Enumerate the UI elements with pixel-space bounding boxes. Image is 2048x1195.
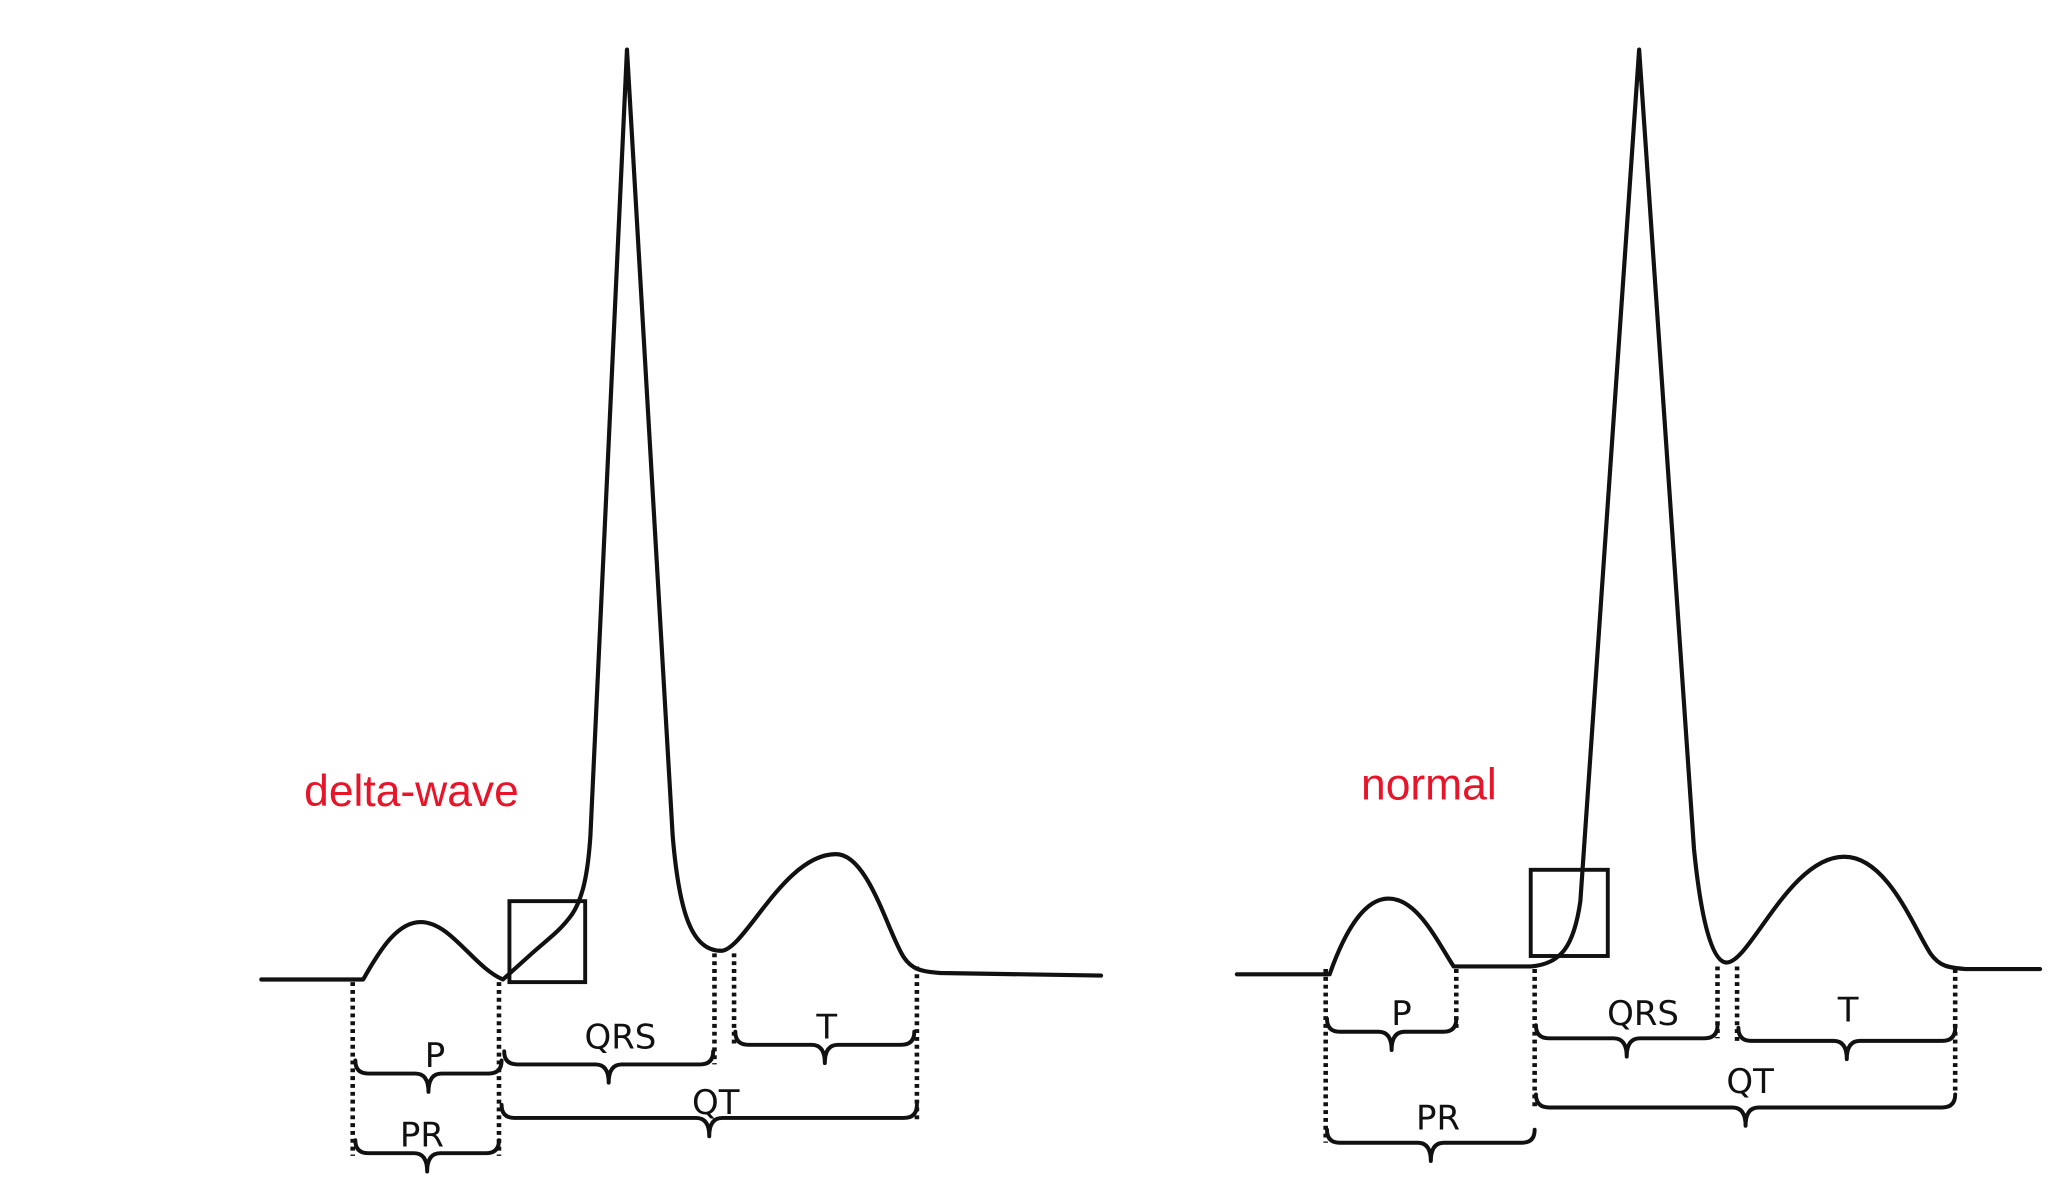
ecg-trace-delta-wave — [259, 47, 1104, 982]
pr-brace — [1325, 1127, 1537, 1164]
qt-brace — [1533, 1092, 1958, 1128]
qrs-brace — [502, 1049, 716, 1085]
qrs-brace — [1533, 1023, 1720, 1059]
t-label: T — [1837, 990, 1859, 1030]
qrs-label: QRS — [585, 1018, 657, 1058]
t-label: T — [815, 1007, 837, 1047]
t-brace — [1736, 1025, 1958, 1062]
qt-brace — [499, 1102, 919, 1139]
delta-wave-panel: P PR QRS T QT delta-wave — [259, 47, 1104, 1174]
pr-label: PR — [400, 1116, 444, 1156]
delta-wave-highlight-box — [507, 899, 588, 985]
qrs-label: QRS — [1607, 994, 1679, 1034]
pr-brace — [353, 1138, 501, 1174]
p-label: P — [425, 1036, 445, 1076]
qt-label: QT — [692, 1083, 740, 1123]
p-brace — [1325, 1016, 1459, 1052]
pr-label: PR — [1416, 1099, 1460, 1139]
p-brace — [353, 1058, 504, 1094]
qt-label: QT — [1726, 1062, 1774, 1102]
normal-panel: P PR QRS T QT normal — [1234, 47, 2043, 1164]
ecg-trace-normal — [1234, 47, 2043, 977]
p-label: P — [1391, 994, 1411, 1034]
t-brace — [733, 1029, 917, 1066]
normal-highlight-box — [1528, 867, 1610, 958]
normal-caption: normal — [1361, 760, 1497, 809]
delta-wave-caption: delta-wave — [304, 767, 519, 816]
